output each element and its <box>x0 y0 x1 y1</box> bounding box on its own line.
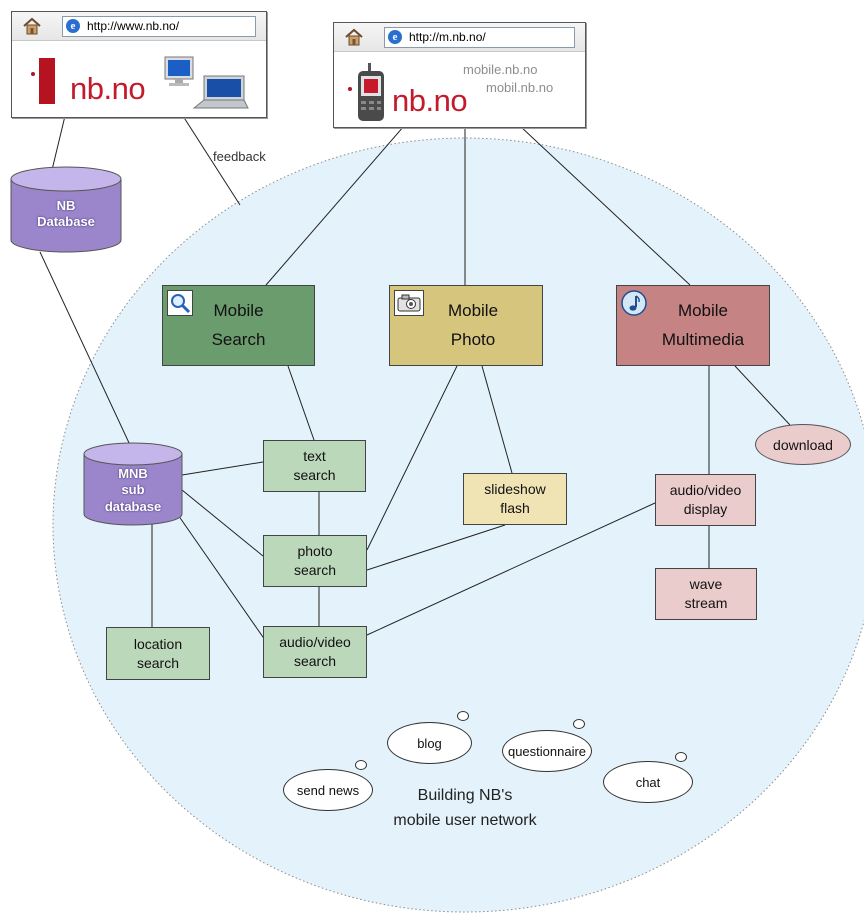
mobile-photo-line1: Mobile <box>447 300 499 320</box>
line-avdisplay-avsearch <box>366 502 656 636</box>
address-bar[interactable]: e http://m.nb.no/ <box>384 27 575 48</box>
mobile-phone-icon <box>348 63 384 121</box>
av-display-line1: audio/video <box>669 482 742 499</box>
nb-database: NB Database <box>9 166 123 256</box>
nb-database-line1: NB <box>56 198 76 213</box>
location-search-line1: location <box>133 635 183 652</box>
mnb-database-line2: sub <box>121 482 145 498</box>
location-search-line2: search <box>136 654 179 671</box>
chat-thought-dot <box>675 752 687 762</box>
alias-mobile: mobile.nb.no <box>463 62 538 77</box>
photo-search-box[interactable]: photo search <box>263 535 367 587</box>
caption-line2: mobile user network <box>393 811 537 829</box>
wave-stream-line2: stream <box>684 595 728 611</box>
photo-search-line2: search <box>293 562 337 578</box>
av-display-box[interactable]: audio/video display <box>655 474 756 526</box>
address-bar[interactable]: e http://www.nb.no/ <box>62 16 256 37</box>
laptop-icon <box>192 75 249 109</box>
browser-toolbar: e http://m.nb.no/ <box>334 23 585 52</box>
av-display-line2: display <box>683 501 728 517</box>
line-search-text <box>287 365 315 441</box>
desktop-computer-icon <box>164 56 194 86</box>
slideshow-line2: flash <box>500 500 530 516</box>
av-search-line2: search <box>293 653 337 669</box>
text-search-box[interactable]: text search <box>263 440 366 492</box>
line-slideshow-photosearch <box>366 524 506 571</box>
nb-logo-icon <box>31 58 58 104</box>
camera-icon <box>394 290 424 316</box>
mnb-sub-database: MNB sub database <box>82 442 184 528</box>
caption-line1: Building NB's <box>417 787 513 804</box>
slideshow-line1: slideshow <box>484 481 546 498</box>
nb-database-line2: Database <box>37 214 95 230</box>
mobile-search-module[interactable]: Mobile Search <box>162 285 315 366</box>
line-mobile-search <box>265 125 405 286</box>
blog-thought-dot <box>457 711 469 721</box>
line-desktop-feedback <box>182 115 241 206</box>
address-url: http://m.nb.no/ <box>409 30 486 44</box>
magnifier-icon <box>167 290 193 316</box>
music-note-icon <box>621 290 647 316</box>
mobile-photo-line2: Photo <box>450 329 496 349</box>
blog-bubble[interactable]: blog <box>387 722 472 764</box>
line-nbdb-mnbdb <box>39 251 131 446</box>
line-desktop-nbdb <box>51 115 66 171</box>
wave-stream-box[interactable]: wave stream <box>655 568 757 620</box>
ie-icon: e <box>66 19 80 33</box>
alias-mobil: mobil.nb.no <box>486 80 554 95</box>
wave-stream-line1: wave <box>689 576 723 593</box>
av-search-box[interactable]: audio/video search <box>263 626 367 678</box>
mobile-multimedia-module[interactable]: Mobile Multimedia <box>616 285 770 366</box>
download-bubble[interactable]: download <box>755 424 851 465</box>
line-mnb-av <box>175 511 266 641</box>
mobile-photo-module[interactable]: Mobile Photo <box>389 285 543 366</box>
desktop-browser-window: e http://www.nb.no/ nb.no <box>11 11 267 118</box>
ie-icon: e <box>388 30 402 44</box>
network-caption: Building NB's mobile user network <box>330 784 600 834</box>
brand-name: nb.no <box>392 83 468 118</box>
text-search-line2: search <box>293 467 336 483</box>
line-photo-photosearch <box>366 365 458 551</box>
browser-toolbar: e http://www.nb.no/ <box>12 12 266 41</box>
text-search-line1: text <box>303 448 326 465</box>
brand-name: nb.no <box>70 71 146 106</box>
mobile-search-line2: Search <box>211 329 266 349</box>
home-icon[interactable] <box>344 28 364 46</box>
line-mnb-photo <box>181 489 264 557</box>
mobile-browser-window: e http://m.nb.no/ nb.no mobile.nb.no mob… <box>333 22 586 128</box>
av-search-line1: audio/video <box>279 634 351 651</box>
mobile-multimedia-line2: Multimedia <box>661 329 745 349</box>
line-mnb-text <box>181 461 264 476</box>
photo-search-line1: photo <box>297 543 333 560</box>
mnb-database-line3: database <box>104 498 162 514</box>
mnb-database-line1: MNB <box>118 466 148 481</box>
send-news-bubble[interactable]: send news <box>283 769 373 811</box>
questionnaire-bubble[interactable]: questionnaire <box>502 730 592 772</box>
slideshow-flash-box[interactable]: slideshow flash <box>463 473 567 525</box>
chat-bubble[interactable]: chat <box>603 761 693 803</box>
location-search-box[interactable]: location search <box>106 627 210 680</box>
home-icon[interactable] <box>22 17 42 35</box>
line-photo-slideshow <box>481 365 513 474</box>
feedback-label: feedback <box>213 149 266 164</box>
mobile-multimedia-line1: Mobile <box>677 300 729 320</box>
send-news-thought-dot <box>355 760 367 770</box>
address-url: http://www.nb.no/ <box>87 19 180 33</box>
mobile-search-line1: Mobile <box>213 300 264 320</box>
questionnaire-thought-dot <box>573 719 585 729</box>
line-mm-download <box>734 365 791 426</box>
line-mobile-multimedia <box>519 125 691 286</box>
